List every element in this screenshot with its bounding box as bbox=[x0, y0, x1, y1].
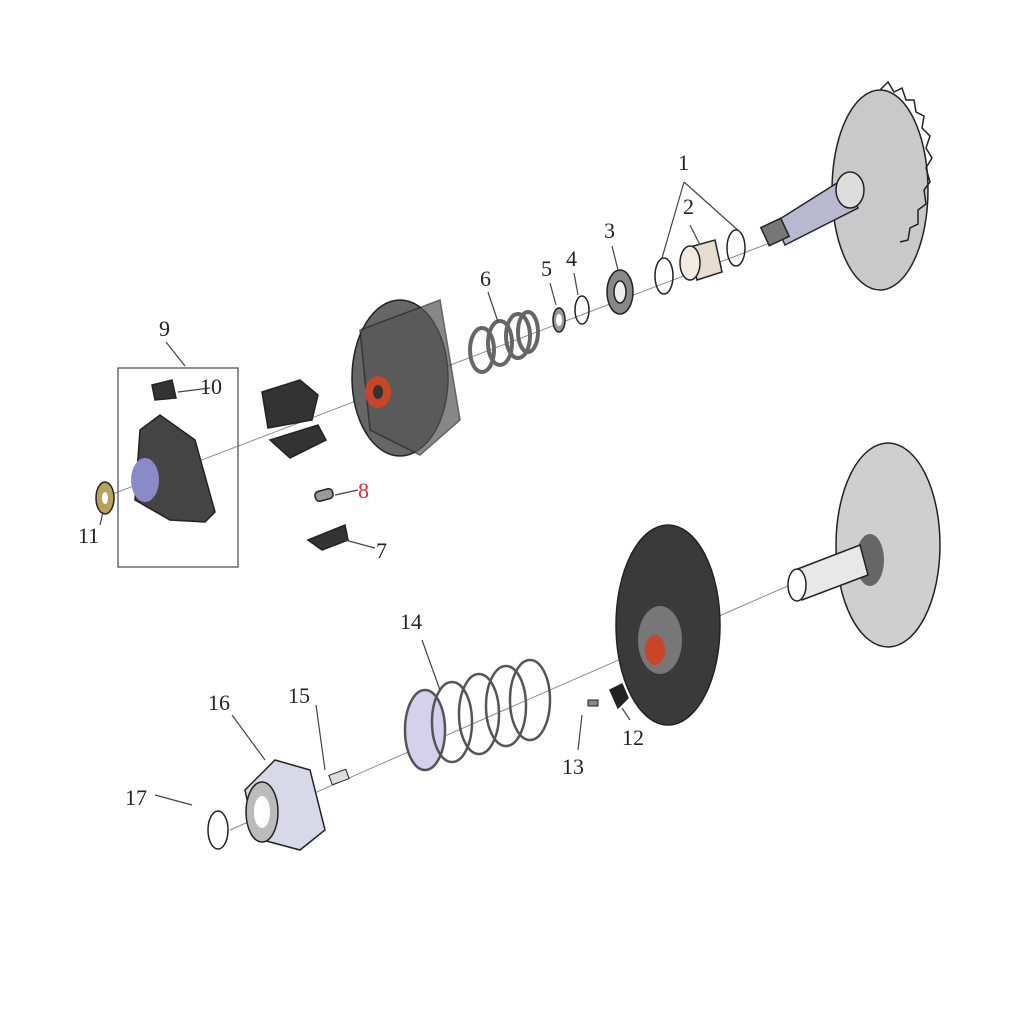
label-2: 2 bbox=[683, 194, 694, 219]
weight-rollers bbox=[261, 379, 349, 551]
nut-11 bbox=[95, 481, 115, 515]
label-10: 10 bbox=[200, 374, 222, 399]
label-13: 13 bbox=[562, 754, 584, 779]
label-7: 7 bbox=[376, 538, 387, 563]
driven-pulley-fixed bbox=[787, 442, 941, 648]
driven-pulley-movable bbox=[615, 524, 721, 726]
label-6: 6 bbox=[480, 266, 491, 291]
label-14: 14 bbox=[400, 609, 422, 634]
ring-5 bbox=[552, 307, 566, 333]
o-ring-17 bbox=[207, 810, 229, 850]
label-15: 15 bbox=[288, 683, 310, 708]
leader-lines bbox=[99, 181, 741, 806]
slider-12 bbox=[609, 682, 629, 710]
spring-14 bbox=[403, 658, 552, 772]
label-8: 8 bbox=[358, 478, 369, 503]
pin-13 bbox=[587, 699, 599, 707]
ramp-plate bbox=[131, 379, 216, 523]
label-3: 3 bbox=[604, 218, 615, 243]
assembly-9-box bbox=[117, 367, 239, 568]
pin-15 bbox=[328, 768, 350, 786]
bearing-3 bbox=[606, 269, 634, 315]
label-12: 12 bbox=[622, 725, 644, 750]
upper-sheave bbox=[351, 298, 461, 457]
label-17: 17 bbox=[125, 785, 147, 810]
o-ring-1a bbox=[654, 257, 674, 295]
bushing-2 bbox=[679, 239, 723, 281]
ring-4 bbox=[574, 295, 590, 325]
spring-6 bbox=[468, 310, 540, 374]
o-ring-1b bbox=[726, 229, 746, 267]
cam-16 bbox=[244, 759, 326, 851]
label-1: 1 bbox=[678, 150, 689, 175]
label-9: 9 bbox=[159, 316, 170, 341]
label-11: 11 bbox=[78, 523, 99, 548]
label-4: 4 bbox=[566, 246, 577, 271]
drive-sprocket-shaft bbox=[759, 80, 933, 291]
label-5: 5 bbox=[541, 256, 552, 281]
label-16: 16 bbox=[208, 690, 230, 715]
